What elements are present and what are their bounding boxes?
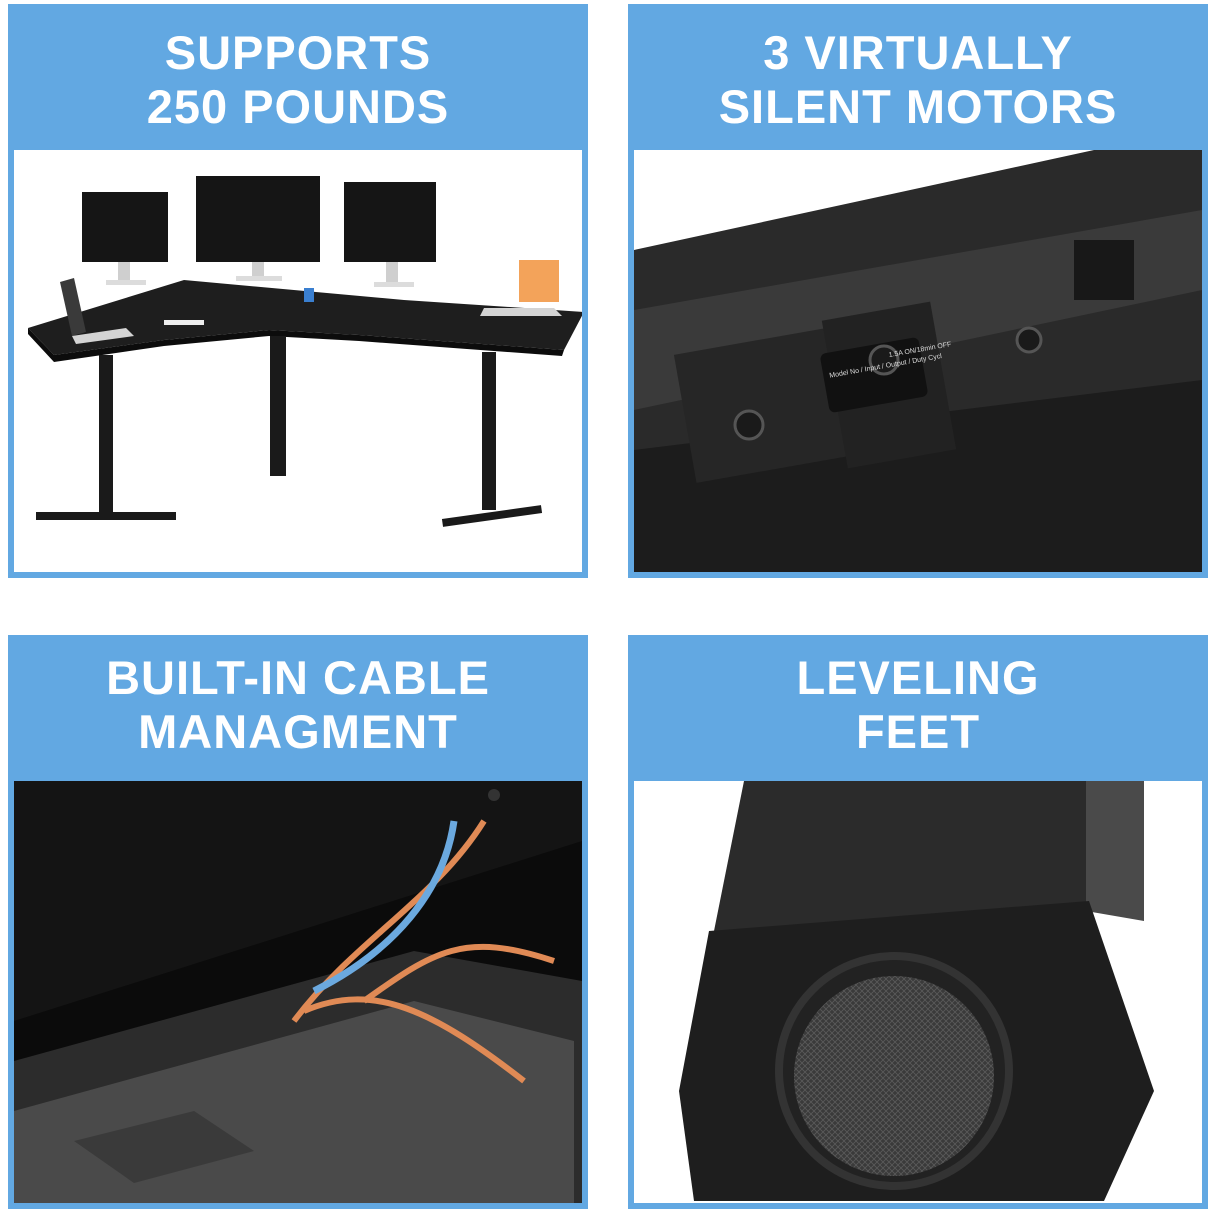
panel-title: BUILT-IN CABLE MANAGMENT [8,651,588,759]
panel-title: SUPPORTS 250 POUNDS [8,26,588,134]
feature-panel-cable: BUILT-IN CABLE MANAGMENT [8,635,588,1209]
title-line-2: MANAGMENT [138,705,458,758]
cable-tray-illustration [14,781,582,1203]
title-line-1: BUILT-IN CABLE [106,651,490,704]
title-line-1: LEVELING [796,651,1040,704]
feature-panel-motors: 3 VIRTUALLY SILENT MOTORS Model No / Inp… [628,4,1208,578]
title-line-2: FEET [855,705,981,758]
panel-title: LEVELING FEET [628,651,1208,759]
title-line-1: SUPPORTS [164,26,432,79]
feature-panel-supports: SUPPORTS 250 POUNDS [8,4,588,578]
title-line-2: 250 POUNDS [146,80,450,133]
feet-photo [634,781,1202,1203]
title-line-1: 3 VIRTUALLY [763,26,1073,79]
title-line-2: SILENT MOTORS [718,80,1118,133]
cable-photo [14,781,582,1203]
desk-photo [14,150,582,572]
l-desk-illustration [14,150,582,572]
leveling-foot-illustration [634,781,1202,1203]
panel-title: 3 VIRTUALLY SILENT MOTORS [628,26,1208,134]
feature-panel-feet: LEVELING FEET [628,635,1208,1209]
motor-photo: Model No / Input / Output / Duty Cycl 1.… [634,150,1202,572]
motor-frame-illustration: Model No / Input / Output / Duty Cycl 1.… [634,150,1202,572]
